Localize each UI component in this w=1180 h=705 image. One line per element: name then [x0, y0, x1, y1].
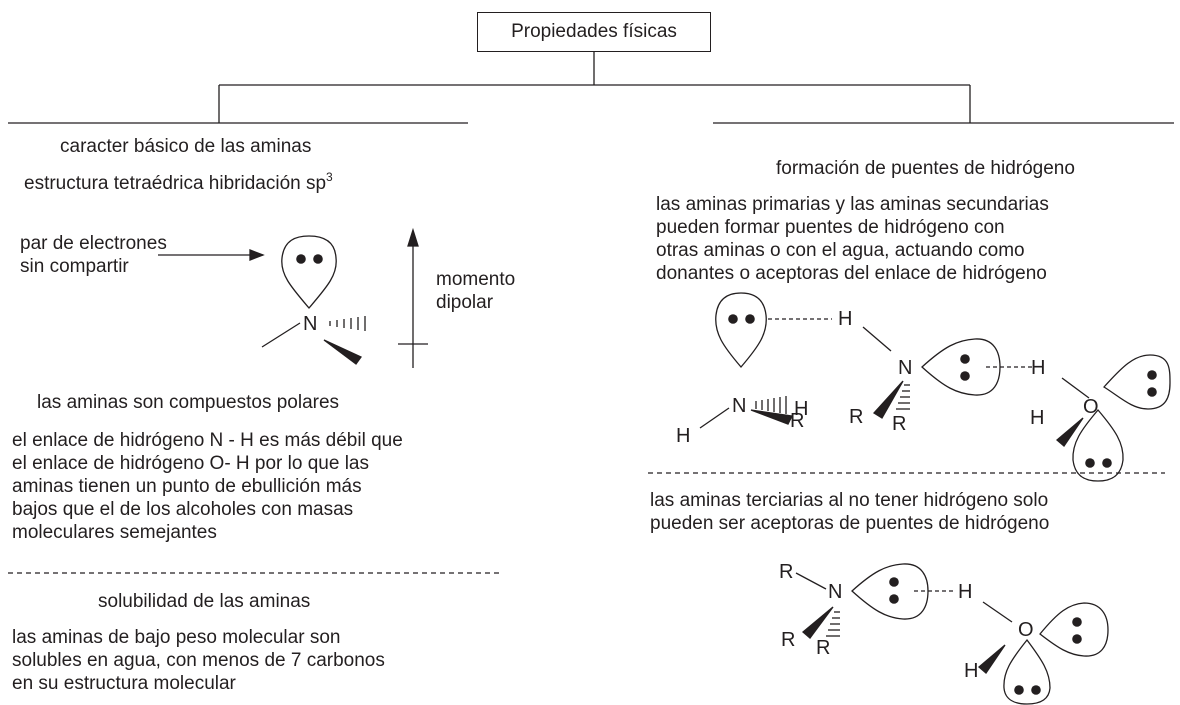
diagram-title: Propiedades físicas: [477, 12, 711, 52]
atom-R: R: [781, 629, 796, 651]
arrow-head-icon: [249, 249, 265, 261]
solubility-heading: solubilidad de las aminas: [98, 591, 311, 612]
hbond-network-1: [699, 292, 1171, 482]
atom-H: H: [1030, 407, 1045, 429]
amine-tetrahedral: [158, 227, 428, 368]
atom-R: R: [849, 406, 864, 428]
polar-text: las aminas son compuestos polares: [37, 392, 340, 413]
lone-pair-orbital: [1039, 602, 1109, 657]
lone-pair-orbital: [1003, 638, 1051, 705]
lone-pair-label: par de electrones sin compartir: [20, 233, 167, 277]
atom-O: O: [1083, 396, 1099, 418]
lone-pair-orbital: [1102, 354, 1171, 410]
atom-H: H: [1031, 357, 1046, 379]
tertiary-text: las aminas terciarias al no tener hidróg…: [650, 490, 1050, 534]
atom-R: R: [892, 413, 907, 435]
hash-bond: [329, 316, 366, 331]
structure-text: estructura tetraédrica hibridación sp3: [24, 170, 333, 194]
atom-N: N: [898, 357, 913, 379]
atom-H: H: [964, 660, 979, 682]
wedge-bond: [323, 339, 362, 365]
atom-H: H: [958, 581, 973, 603]
atom-R: R: [790, 410, 805, 432]
atom-H: H: [794, 398, 809, 420]
atom-O: O: [1018, 619, 1034, 641]
atom-H: H: [838, 308, 853, 330]
hbond-text: las aminas primarias y las aminas secund…: [656, 194, 1049, 284]
lone-pair-orbital: [281, 235, 337, 310]
boiling-text: el enlace de hidrógeno N - H es más débi…: [12, 430, 403, 543]
atom-N: N: [303, 313, 318, 335]
atom-N: N: [828, 581, 843, 603]
solubility-text: las aminas de bajo peso molecular son so…: [12, 627, 385, 694]
hbond-network-2: [795, 563, 1109, 705]
atom-R: R: [779, 561, 794, 583]
lone-pair-orbital: [1072, 408, 1124, 482]
left-heading: caracter básico de las aminas: [60, 136, 312, 157]
atom-R: R: [816, 637, 831, 659]
atom-H: H: [676, 425, 691, 447]
right-heading: formación de puentes de hidrógeno: [776, 158, 1075, 179]
atom-N: N: [732, 395, 747, 417]
lone-pair-orbital: [715, 292, 767, 368]
dipole-label: momento dipolar: [436, 269, 516, 313]
